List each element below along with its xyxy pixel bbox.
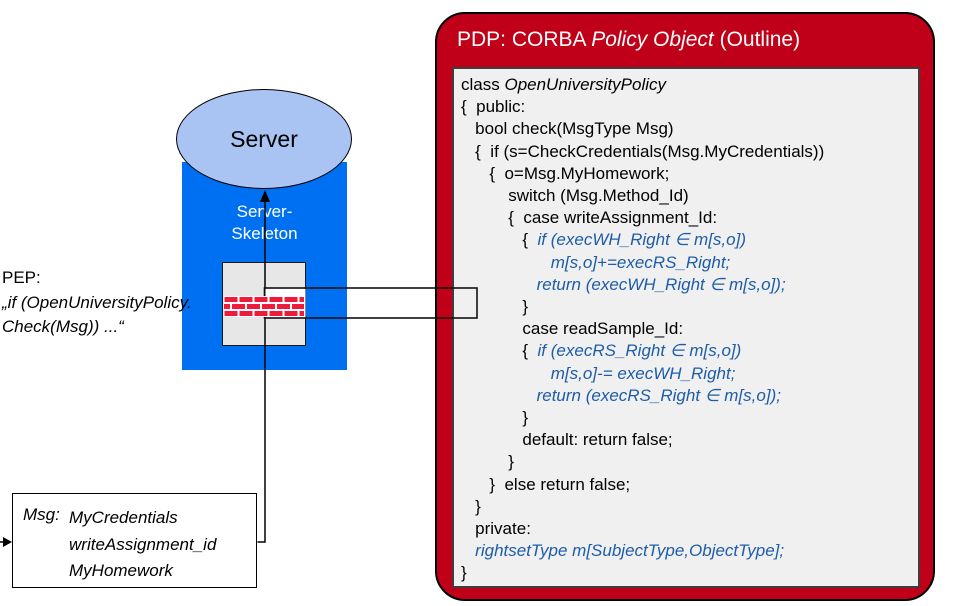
pep-title: PEP:: [2, 268, 41, 287]
code-line: { if (execRS_Right ∈ m[s,o]): [461, 341, 742, 361]
arrow-right-icon: [3, 537, 12, 547]
server-skeleton-label: Server- Skeleton: [182, 201, 347, 245]
code-line: { if (execWH_Right ∈ m[s,o]): [461, 230, 746, 250]
interceptor-box: [222, 262, 306, 346]
server-label: Server: [230, 125, 298, 152]
msg-item: writeAssignment_id: [69, 534, 217, 554]
code-line: }: [461, 408, 529, 428]
msg-item: MyHomework: [69, 561, 173, 580]
code-line: { case writeAssignment_Id:: [461, 208, 718, 228]
pep-code-line2: Check(Msg)) ...“: [2, 317, 124, 336]
code-line: }: [461, 452, 514, 472]
pdp-title-emphasis: Policy Object: [591, 28, 714, 51]
code-line: { if (s=CheckCredentials(Msg.MyCredentia…: [461, 141, 825, 161]
pdp-code: class OpenUniversityPolicy { public: bool…: [454, 69, 918, 585]
code-line: }: [461, 496, 481, 516]
pdp-code-panel: class OpenUniversityPolicy { public: bool…: [452, 67, 920, 588]
pdp-title: PDP: CORBA Policy Object (Outline): [457, 28, 800, 52]
server-skeleton-label-line2: Skeleton: [231, 224, 298, 243]
code-line: class OpenUniversityPolicy: [461, 75, 667, 94]
code-line: { o=Msg.MyHomework;: [461, 163, 670, 183]
code-line: m[s,o]+=execRS_Right;: [550, 252, 731, 272]
pdp-title-prefix: PDP: CORBA: [457, 28, 592, 51]
server-skeleton-label-line1: Server-: [236, 202, 293, 221]
pdp-panel: PDP: CORBA Policy Object (Outline) class…: [435, 12, 935, 601]
code-line: bool check(MsgType Msg): [461, 119, 674, 139]
code-line: m[s,o]-= execWH_Right;: [550, 363, 736, 383]
code-line: rightsetType m[SubjectType,ObjectType];: [475, 541, 785, 561]
code-line: } else return false;: [461, 474, 631, 494]
code-line: }: [461, 563, 467, 583]
pep-note: PEP: „if (OpenUniversityPolicy. Check(Ms…: [2, 266, 222, 340]
code-line: private:: [461, 519, 531, 539]
server-ellipse: Server: [176, 89, 352, 189]
pdp-title-suffix: (Outline): [713, 28, 801, 51]
msg-item: MyCredentials: [69, 508, 178, 527]
code-line: { public:: [461, 97, 526, 117]
code-line: return (execRS_Right ∈ m[s,o]);: [536, 385, 781, 405]
pep-code-line1: „if (OpenUniversityPolicy.: [2, 292, 192, 312]
code-line: switch (Msg.Method_Id): [461, 186, 689, 206]
code-line: return (execWH_Right ∈ m[s,o]);: [536, 274, 786, 294]
code-line: }: [461, 297, 529, 317]
msg-box-label: Msg:: [23, 505, 60, 524]
code-line: default: return false;: [461, 430, 673, 450]
code-line: case readSample_Id:: [461, 319, 684, 339]
